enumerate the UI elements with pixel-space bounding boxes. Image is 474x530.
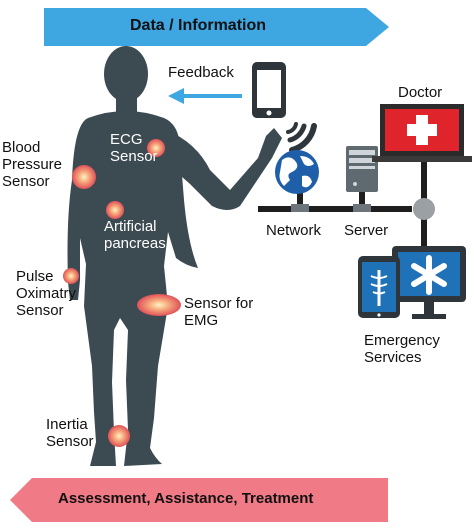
- server-label: Server: [344, 222, 389, 239]
- bottom-banner-title: Assessment, Assistance, Treatment: [58, 490, 314, 507]
- emg-sensor-band: [137, 294, 181, 316]
- sensor-markers: [63, 139, 181, 447]
- doctor-laptop-icon: [372, 104, 472, 162]
- globe-icon: [275, 150, 319, 194]
- wireless-signal-icon: [286, 122, 317, 153]
- emergency-services-label: Emergency Services: [364, 332, 440, 366]
- pulse-oximetry-sensor-dot: [63, 268, 79, 284]
- blood-pressure-sensor-dot: [72, 165, 96, 189]
- bottom-banner-arrow: [10, 478, 388, 522]
- human-body-figure: [67, 46, 282, 466]
- ecg-sensor-label: ECG Sensor: [110, 131, 158, 165]
- network-label: Network: [266, 222, 322, 239]
- emergency-tablet-icon: [358, 256, 400, 318]
- inertia-sensor-label: Inertia Sensor: [46, 416, 94, 450]
- top-banner-title: Data / Information: [130, 17, 267, 34]
- server-icon: [346, 146, 378, 192]
- feedback-arrow: [168, 88, 242, 104]
- artificial-pancreas-label: Artificial pancreas: [104, 218, 166, 252]
- pancreas-sensor-dot: [106, 201, 124, 219]
- inertia-sensor-dot: [108, 425, 130, 447]
- top-banner-arrow: [44, 8, 389, 46]
- blood-pressure-sensor-label: Blood Pressure Sensor: [2, 139, 63, 190]
- network-hub-node: [413, 198, 435, 220]
- pulse-oximetry-sensor-label: Pulse Oximatry Sensor: [16, 268, 76, 319]
- ecg-sensor-dot: [147, 139, 165, 157]
- emg-sensor-label: Sensor for EMG: [184, 295, 254, 329]
- doctor-label: Doctor: [398, 84, 443, 101]
- emergency-monitor-icon: [392, 246, 466, 319]
- feedback-label: Feedback: [168, 64, 234, 81]
- smartphone-icon: [252, 62, 286, 118]
